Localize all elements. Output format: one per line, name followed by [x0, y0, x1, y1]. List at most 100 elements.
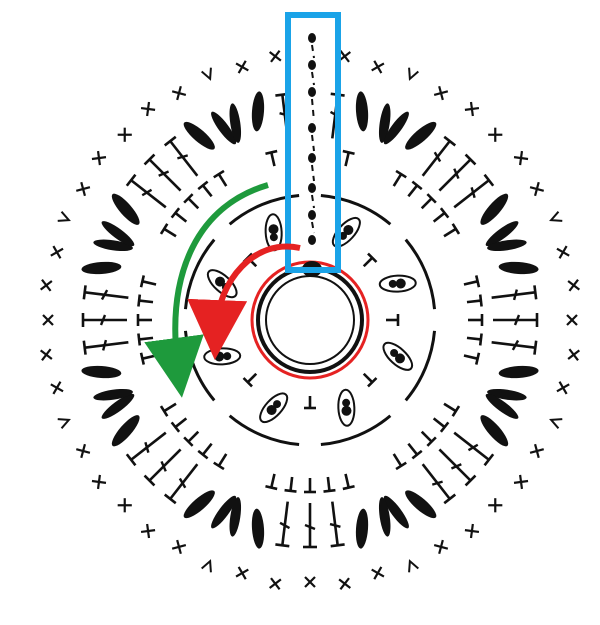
- single-crochet-x-symbol: [567, 348, 581, 361]
- single-crochet-x-symbol: [39, 279, 53, 292]
- double-crochet-symbol: [438, 448, 477, 487]
- double-crochet-symbol: [143, 448, 182, 487]
- half-double-crochet-t-symbol: [342, 473, 355, 491]
- half-double-crochet-t-symbol: [443, 402, 461, 417]
- double-crochet-symbol: [82, 285, 129, 301]
- double-crochet-symbol: [329, 92, 345, 139]
- single-crochet-x-symbol: [488, 498, 503, 513]
- half-double-crochet-t-symbol: [137, 294, 154, 307]
- increase-v-symbol: [201, 559, 212, 573]
- chain-link: [311, 194, 315, 209]
- chain-link: [311, 98, 315, 122]
- half-double-crochet-t-symbol: [420, 430, 437, 447]
- half-double-crochet-t-symbol: [213, 453, 228, 471]
- puff-stitch-symbol: [498, 261, 539, 275]
- next-round-arrow: [144, 182, 269, 398]
- puff-stitch-symbol: [211, 495, 242, 537]
- chain-space-arc: [183, 238, 216, 310]
- single-crochet-x-symbol: [556, 381, 570, 395]
- ring-outline: [250, 260, 370, 380]
- half-double-crochet-t-symbol: [159, 402, 177, 417]
- single-crochet-x-symbol: [464, 523, 480, 539]
- chain-space-arc: [228, 414, 300, 447]
- single-crochet-x-symbol: [140, 523, 156, 539]
- puff-stitch-symbol: [251, 91, 265, 132]
- single-crochet-x-symbol: [50, 381, 64, 395]
- double-crochet-symbol: [491, 339, 538, 355]
- half-double-crochet-t-symbol: [342, 149, 355, 167]
- chain-link: [311, 44, 315, 59]
- chain-link: [311, 71, 315, 86]
- increase-v-symbol: [408, 67, 419, 81]
- half-double-crochet-t-symbol: [137, 333, 154, 346]
- double-crochet-symbol: [421, 463, 457, 505]
- chain-space-arc: [320, 414, 392, 447]
- half-double-crochet-t-symbol: [432, 207, 450, 223]
- half-double-crochet-t-symbol: [407, 180, 423, 198]
- single-crochet-x-symbol: [171, 85, 187, 101]
- single-crochet-x-symbol: [235, 60, 249, 74]
- puff-stitch-symbol: [405, 490, 437, 519]
- single-crochet-x-symbol: [91, 150, 107, 166]
- puff-stitch-symbol: [480, 415, 509, 447]
- half-double-crochet-t-symbol: [242, 372, 258, 388]
- half-double-crochet-t-symbol: [304, 396, 316, 410]
- puff-stitch-symbol: [378, 274, 417, 293]
- half-double-crochet-t-symbol: [468, 314, 484, 326]
- magic-ring: [250, 260, 370, 380]
- single-crochet-x-symbol: [91, 474, 107, 490]
- single-crochet-x-symbol: [269, 577, 282, 591]
- half-double-crochet-t-symbol: [304, 478, 316, 494]
- half-double-crochet-t-symbol: [139, 275, 157, 288]
- puff-stitch-symbol: [331, 216, 361, 248]
- chain-link: [311, 164, 315, 182]
- half-double-crochet-t-symbol: [159, 223, 177, 238]
- half-double-crochet-t-symbol: [466, 294, 483, 307]
- half-double-crochet-t-symbol: [170, 417, 188, 433]
- double-crochet-symbol: [453, 431, 495, 467]
- chain-dot-symbol: [308, 235, 316, 245]
- puff-stitch-symbol: [337, 388, 356, 427]
- half-double-crochet-t-symbol: [432, 417, 450, 433]
- puff-stitch-symbol: [382, 341, 414, 371]
- increase-v-symbol: [549, 418, 563, 429]
- half-double-crochet-t-symbol: [386, 314, 400, 326]
- chain-space-arc: [404, 330, 437, 402]
- puff-stitch-symbol: [81, 365, 122, 379]
- single-crochet-x-symbol: [39, 348, 53, 361]
- half-double-crochet-t-symbol: [183, 430, 200, 447]
- single-crochet-x-symbol: [513, 150, 529, 166]
- increase-v-symbol: [57, 211, 71, 222]
- half-double-crochet-t-symbol: [265, 149, 278, 167]
- half-double-crochet-t-symbol: [466, 333, 483, 346]
- half-double-crochet-t-symbol: [284, 476, 297, 493]
- puff-stitch-symbol: [485, 388, 527, 419]
- single-crochet-x-symbol: [433, 85, 449, 101]
- single-crochet-x-symbol: [464, 101, 480, 117]
- half-double-crochet-t-symbol: [265, 473, 278, 491]
- puff-stitch-symbol: [251, 508, 265, 549]
- single-crochet-x-symbol: [371, 566, 385, 580]
- single-crochet-x-symbol: [371, 60, 385, 74]
- puff-stitch-symbol: [259, 392, 289, 424]
- puff-stitch-symbol: [480, 193, 509, 225]
- puff-stitch-symbol: [203, 347, 242, 366]
- single-crochet-x-symbol: [433, 539, 449, 555]
- chain-dot-symbol: [308, 123, 316, 133]
- double-crochet-symbol: [81, 313, 127, 327]
- half-double-crochet-t-symbol: [220, 314, 234, 326]
- increase-v-symbol: [57, 418, 71, 429]
- single-crochet-x-symbol: [269, 49, 282, 63]
- single-crochet-x-symbol: [567, 279, 581, 292]
- half-double-crochet-t-symbol: [463, 275, 481, 288]
- single-crochet-x-symbol: [235, 566, 249, 580]
- single-crochet-x-symbol: [117, 127, 132, 142]
- half-double-crochet-t-symbol: [139, 352, 157, 365]
- double-crochet-symbol: [329, 501, 345, 548]
- chain-space-arc: [228, 193, 300, 226]
- double-crochet-symbol: [163, 463, 199, 505]
- half-double-crochet-t-symbol: [170, 207, 188, 223]
- puff-stitch-symbol: [183, 121, 215, 150]
- double-crochet-symbol: [303, 503, 317, 549]
